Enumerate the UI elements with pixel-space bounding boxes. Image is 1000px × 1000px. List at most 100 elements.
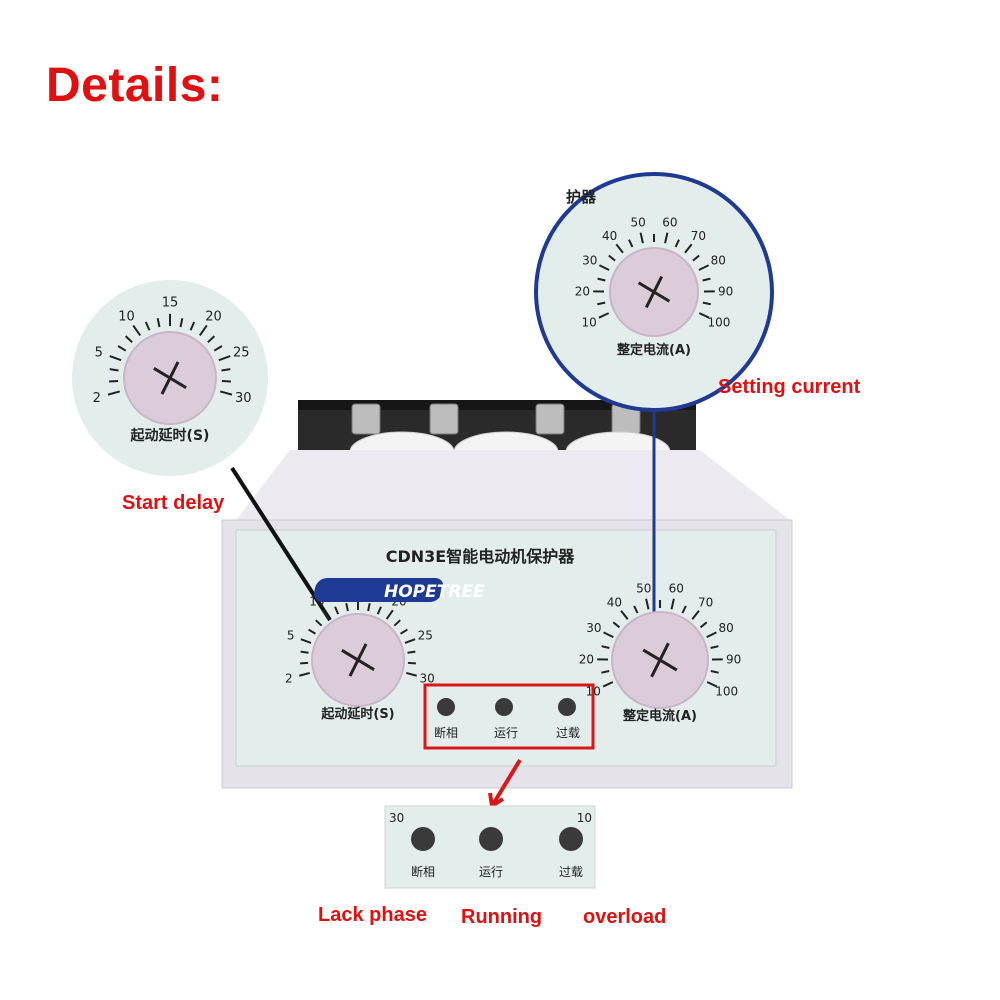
dial-tick-label: 90 xyxy=(726,652,741,666)
dial-tick xyxy=(691,610,700,620)
dial-label: 整定电流(A) xyxy=(622,708,697,724)
dial-tick-label: 70 xyxy=(698,595,713,609)
dial-tick xyxy=(345,602,349,612)
dial-tick-label: 10 xyxy=(118,309,135,324)
indicator-zoom-strip: 30 10 断相 运行 过载 xyxy=(384,805,596,889)
dial-tick xyxy=(702,277,711,282)
dial-tick xyxy=(189,321,196,331)
knob-arrow-icon xyxy=(637,275,671,309)
dial-tick xyxy=(628,239,634,248)
dial-tick xyxy=(221,380,231,383)
dial-tick xyxy=(367,602,371,612)
dial-tick xyxy=(699,621,708,629)
dial-tick-label: 30 xyxy=(582,254,597,268)
lamp-overload xyxy=(558,698,576,716)
lamp-label-1: 运行 xyxy=(494,726,518,740)
dial-tick-label: 30 xyxy=(420,672,435,686)
dial-tick xyxy=(598,312,610,319)
dial-tick xyxy=(602,681,614,688)
zoom-lamp-label-1: 运行 xyxy=(479,865,503,879)
dial-tick xyxy=(684,243,693,254)
dial-tick xyxy=(698,312,710,319)
dial-tick xyxy=(400,628,408,635)
dial-tick xyxy=(156,318,161,328)
dial-tick xyxy=(620,610,629,620)
indicator-leader-line xyxy=(490,758,522,808)
dial-tick xyxy=(124,335,133,344)
dial-tick xyxy=(639,232,644,244)
dial-tick-label: 25 xyxy=(233,346,250,361)
dial-tick-label: 20 xyxy=(579,652,594,666)
dial-label: 起动延时(S) xyxy=(320,706,394,722)
dial-tick xyxy=(221,368,231,372)
dial-tick xyxy=(300,638,312,644)
dial-label: 起动延时(S) xyxy=(130,427,210,444)
dial-tick-label: 2 xyxy=(93,391,101,406)
dial-tick xyxy=(144,321,151,331)
dial-tick xyxy=(407,650,416,654)
zoom-lamp-running xyxy=(479,827,503,851)
dial-tick xyxy=(603,631,614,639)
callout-start-delay: Start delay xyxy=(122,492,225,514)
dial-tick xyxy=(132,324,141,336)
indicator-highlight-box xyxy=(423,683,595,750)
lamp-label-2: 过载 xyxy=(556,726,580,740)
dial-tick xyxy=(117,345,127,352)
dial-tick xyxy=(315,619,323,627)
dial-tick xyxy=(322,609,331,620)
lamp-running xyxy=(495,698,513,716)
dial-tick xyxy=(300,650,309,654)
dial-tick xyxy=(698,264,710,271)
zoom-strip-right-number: 10 xyxy=(577,811,592,825)
dial-tick-label: 40 xyxy=(602,229,617,243)
start-delay-leader-line xyxy=(230,466,332,622)
dial-tick-label: 50 xyxy=(631,215,646,229)
dial-tick xyxy=(334,606,340,615)
dial-tick xyxy=(601,645,610,649)
lamp-label-0: 断相 xyxy=(434,725,458,740)
dial-tick xyxy=(674,239,680,248)
dial-tick xyxy=(219,390,233,396)
dial-tick xyxy=(385,609,394,620)
dial-tick xyxy=(109,368,119,372)
dial-tick-label: 60 xyxy=(662,215,677,229)
dial-tick xyxy=(710,670,719,674)
callout-lack-phase: Lack phase xyxy=(318,904,427,926)
dial-tick-label: 100 xyxy=(715,684,738,698)
dial-tick-label: 80 xyxy=(718,621,733,635)
dial-tick-label: 15 xyxy=(162,296,179,311)
dial-tick xyxy=(308,628,316,635)
zoom-strip-left-number: 30 xyxy=(389,811,404,825)
dial-tick xyxy=(615,243,624,254)
dial-tick xyxy=(109,380,119,383)
dial-tick xyxy=(645,598,650,610)
dial-tick xyxy=(681,605,687,614)
dial-tick xyxy=(393,619,401,627)
dial-tick xyxy=(612,621,621,629)
dial-tick xyxy=(706,631,717,639)
dial-tick xyxy=(597,277,606,282)
callout-overload: overload xyxy=(583,906,667,928)
dial-tick xyxy=(109,355,122,362)
dial-tick xyxy=(376,606,382,615)
brand-text: HOPETREE xyxy=(384,582,485,602)
dial-tick xyxy=(406,671,417,677)
dial-tick xyxy=(179,318,184,328)
dial-tick xyxy=(601,670,610,674)
dial-tick-label: 5 xyxy=(287,629,295,643)
dial-tick-label: 60 xyxy=(669,581,684,595)
dial-tick xyxy=(207,335,216,344)
dial-tick-label: 20 xyxy=(205,309,222,324)
dial-tick-label: 80 xyxy=(711,254,726,268)
dial-tick xyxy=(710,645,719,649)
knob-arrow-icon xyxy=(642,642,678,678)
dial-tick xyxy=(706,681,718,688)
dial-tick-label: 50 xyxy=(636,581,651,595)
dial-tick xyxy=(692,254,700,262)
panel-indicators: 断相 运行 过载 xyxy=(434,698,580,740)
dial-tick xyxy=(199,324,208,336)
dial-tick-label: 90 xyxy=(718,285,733,299)
